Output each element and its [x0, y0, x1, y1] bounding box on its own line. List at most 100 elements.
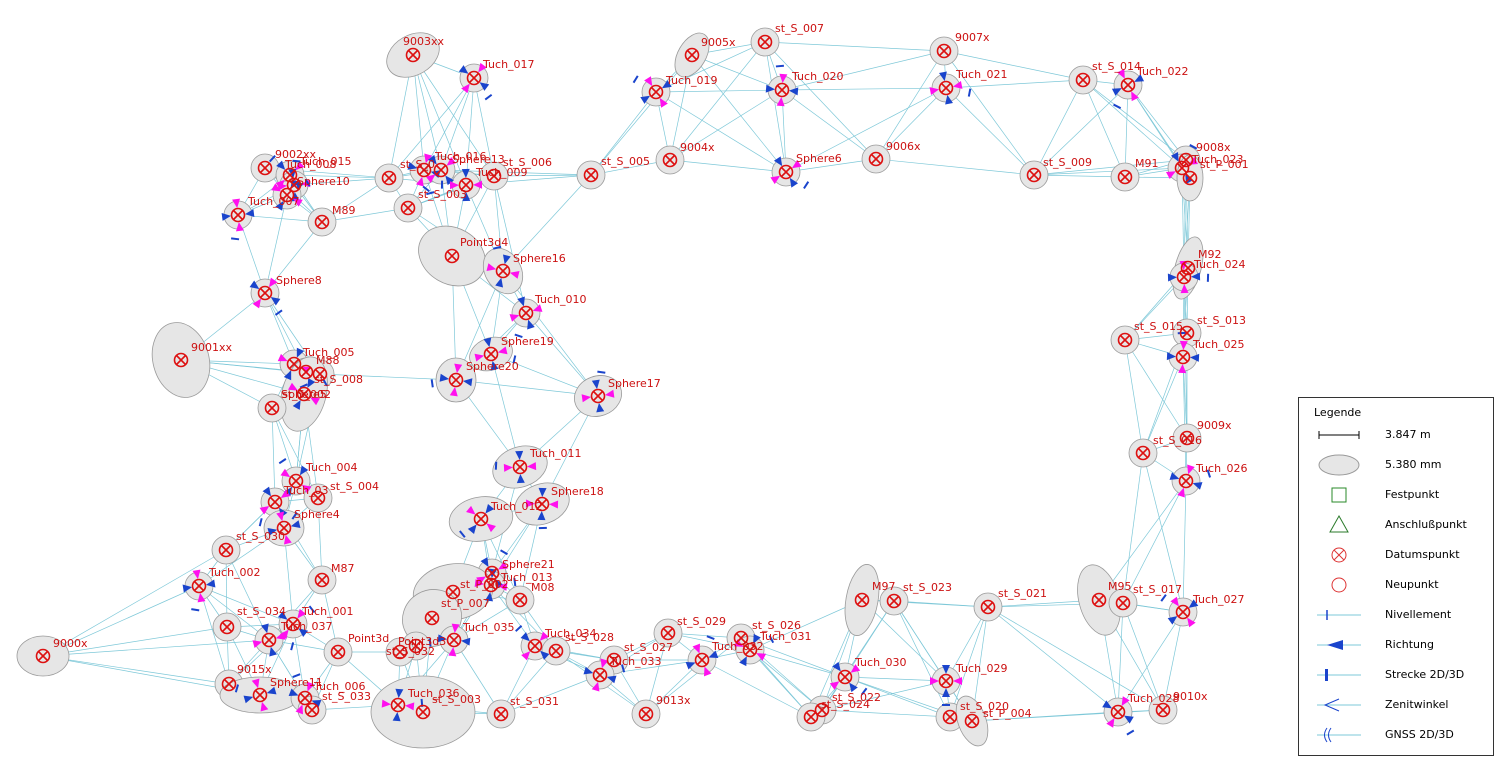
observation-line [764, 41, 787, 173]
point-label: Sphere4 [294, 508, 340, 521]
point-label: st_S_020 [960, 700, 1009, 713]
legend-row-strecke: Strecke 2D/3D [1299, 660, 1493, 690]
observation-line [493, 174, 592, 177]
direction-arrow [244, 209, 255, 218]
direction-arrow [756, 653, 767, 661]
direction-arrow [299, 465, 309, 476]
direction-arrow [829, 681, 840, 690]
direction-arrow [454, 363, 463, 374]
direction-arrow [945, 94, 953, 105]
datum-point [936, 43, 952, 59]
direction-arrow [392, 711, 401, 722]
direction-arrow [659, 97, 668, 108]
observation-line [821, 600, 895, 711]
point-label: Sphere21 [502, 558, 555, 571]
legend-row-zenit: Zenitwinkel [1299, 690, 1493, 720]
distance-mark [291, 511, 298, 520]
direction-arrow [251, 678, 260, 689]
direction-arrow [283, 534, 292, 545]
point-label: st_P_001 [1200, 158, 1249, 171]
direction-arrow [249, 280, 260, 289]
legend-row-anschluss: Anschlußpunkt [1299, 510, 1493, 540]
observation-line [764, 41, 877, 160]
direction-arrow [596, 402, 605, 413]
observation-line [669, 41, 766, 161]
direction-arrow [1167, 273, 1178, 282]
point-label: st_S_024 [821, 698, 870, 711]
direction-arrow [381, 699, 392, 708]
direction-arrow [395, 688, 404, 699]
point-label: Point3d [348, 632, 389, 645]
direction-arrow [1189, 353, 1200, 362]
point-label: Tuch_008 [284, 158, 337, 171]
circle-icon [1331, 577, 1347, 593]
observation-line [781, 89, 877, 160]
observation-line [1142, 452, 1184, 613]
point-label: Sphere6 [796, 152, 842, 165]
point-label: Sphere8 [276, 274, 322, 287]
datum-point [230, 207, 246, 223]
distance-mark [775, 64, 784, 68]
observation-line [42, 585, 200, 657]
direction-arrow [276, 160, 286, 170]
direction-arrow [516, 473, 525, 484]
legend-row-richtung: Richtung [1299, 630, 1493, 660]
point-label: st_P_002 [460, 578, 509, 591]
legend-label: Anschlußpunkt [1385, 518, 1467, 531]
direction-arrow [283, 486, 293, 497]
observation-line [781, 50, 945, 91]
direction-arrow [292, 400, 301, 410]
direction-arrow [243, 695, 254, 704]
datum-point [660, 625, 676, 641]
datum-point [473, 511, 489, 527]
point-label: Tuch_023 [1191, 153, 1244, 166]
datum-point [433, 162, 449, 178]
observation-line [271, 407, 319, 499]
point-label: M91 [1135, 157, 1159, 170]
direction-arrow [515, 450, 524, 461]
direction-arrow [275, 631, 286, 640]
datum-point [390, 697, 406, 713]
distance-mark-icon [1317, 669, 1361, 681]
datum-point [466, 70, 482, 86]
direction-arrow [451, 623, 460, 634]
datum-point [1174, 160, 1190, 176]
direction-arrow [953, 677, 962, 685]
direction-arrow [485, 504, 495, 514]
datum-point [662, 152, 678, 168]
observation-line [1124, 339, 1144, 454]
direction-arrow [942, 665, 950, 674]
point-label: st_S_022 [832, 691, 881, 704]
point-label: st_S_009 [1043, 156, 1092, 169]
point-label: Tuch_032 [711, 640, 764, 653]
point-label: Point3d4 [460, 236, 508, 249]
distance-mark [292, 159, 301, 163]
point-label: st_S_023 [903, 581, 952, 594]
point-label: st_S_003 [418, 188, 467, 201]
datum-point [980, 599, 996, 615]
observation-line [893, 600, 989, 608]
point-label: Tuch_037 [280, 620, 333, 633]
point-label: st_S_006 [503, 156, 552, 169]
observation-line [1122, 480, 1187, 604]
point-label: st_S_015 [1134, 320, 1183, 333]
direction-arrow [461, 83, 470, 94]
point-label: Tuch_03 [283, 484, 329, 497]
datum-point [742, 642, 758, 658]
datum-point [1135, 445, 1151, 461]
observation-line [893, 600, 951, 718]
distance-mark [1160, 594, 1167, 602]
direction-arrow [476, 576, 486, 585]
legend-label: Festpunkt [1385, 488, 1440, 501]
direction-arrow [517, 296, 525, 307]
zenith-angle-icon [1317, 698, 1361, 712]
legend-label: 5.380 mm [1385, 458, 1442, 471]
distance-mark [493, 245, 502, 250]
direction-arrow [1177, 487, 1185, 498]
triangle-icon [1329, 514, 1349, 533]
direction-arrow [497, 346, 508, 355]
observation-line [264, 194, 288, 294]
distance-mark [967, 88, 972, 97]
legend-label: Zenitwinkel [1385, 698, 1449, 711]
datum-point [173, 352, 189, 368]
